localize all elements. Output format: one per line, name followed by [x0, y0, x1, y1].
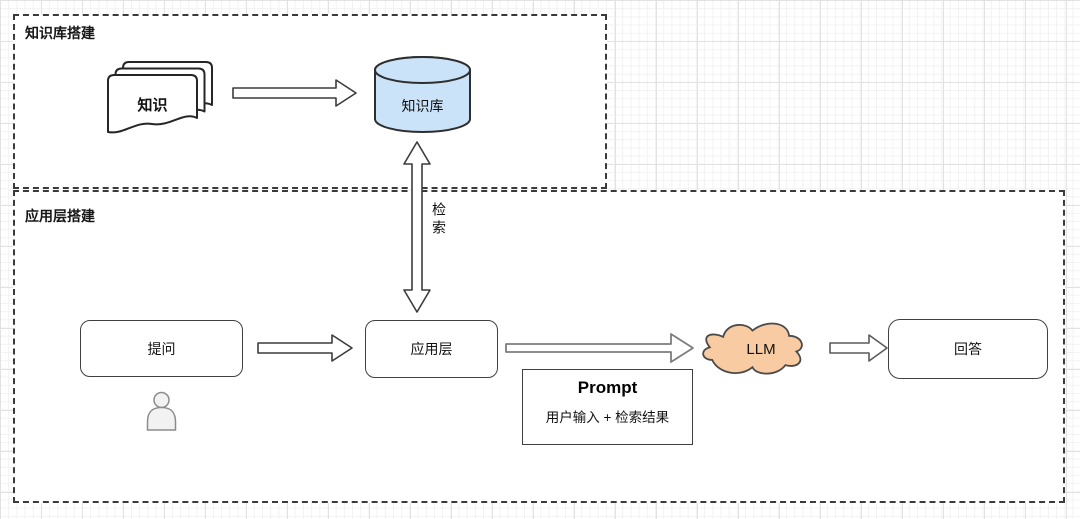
- document-stack-icon: [107, 61, 213, 134]
- prompt-title: Prompt: [577, 378, 638, 397]
- arrow-llm-to-answer: [829, 334, 888, 362]
- prompt-body: 用户输入 + 检索结果: [545, 410, 670, 425]
- node-question: 提问: [80, 320, 243, 377]
- section-knowledge-title: 知识库搭建: [25, 25, 95, 41]
- knowledge-base-label: 知识库: [401, 98, 444, 114]
- llm-label: LLM: [746, 341, 776, 358]
- person-icon: [146, 391, 177, 431]
- database-icon: [374, 56, 471, 133]
- node-app-layer-label: 应用层: [410, 341, 453, 357]
- arrow-docs-to-db: [232, 79, 357, 107]
- node-answer: 回答: [888, 319, 1048, 379]
- node-answer-label: 回答: [954, 341, 982, 357]
- arrow-question-to-app: [257, 334, 353, 362]
- arrow-app-to-llm: [505, 333, 694, 363]
- retrieval-edge-label: 检索: [431, 202, 447, 238]
- node-app-layer: 应用层: [365, 320, 498, 378]
- node-prompt: Prompt 用户输入 + 检索结果: [522, 369, 693, 445]
- node-question-label: 提问: [147, 340, 176, 357]
- knowledge-docs-label: 知识: [137, 97, 168, 114]
- arrow-retrieval-double: [403, 141, 431, 313]
- section-application-title: 应用层搭建: [25, 208, 95, 224]
- cloud-icon: [703, 324, 802, 374]
